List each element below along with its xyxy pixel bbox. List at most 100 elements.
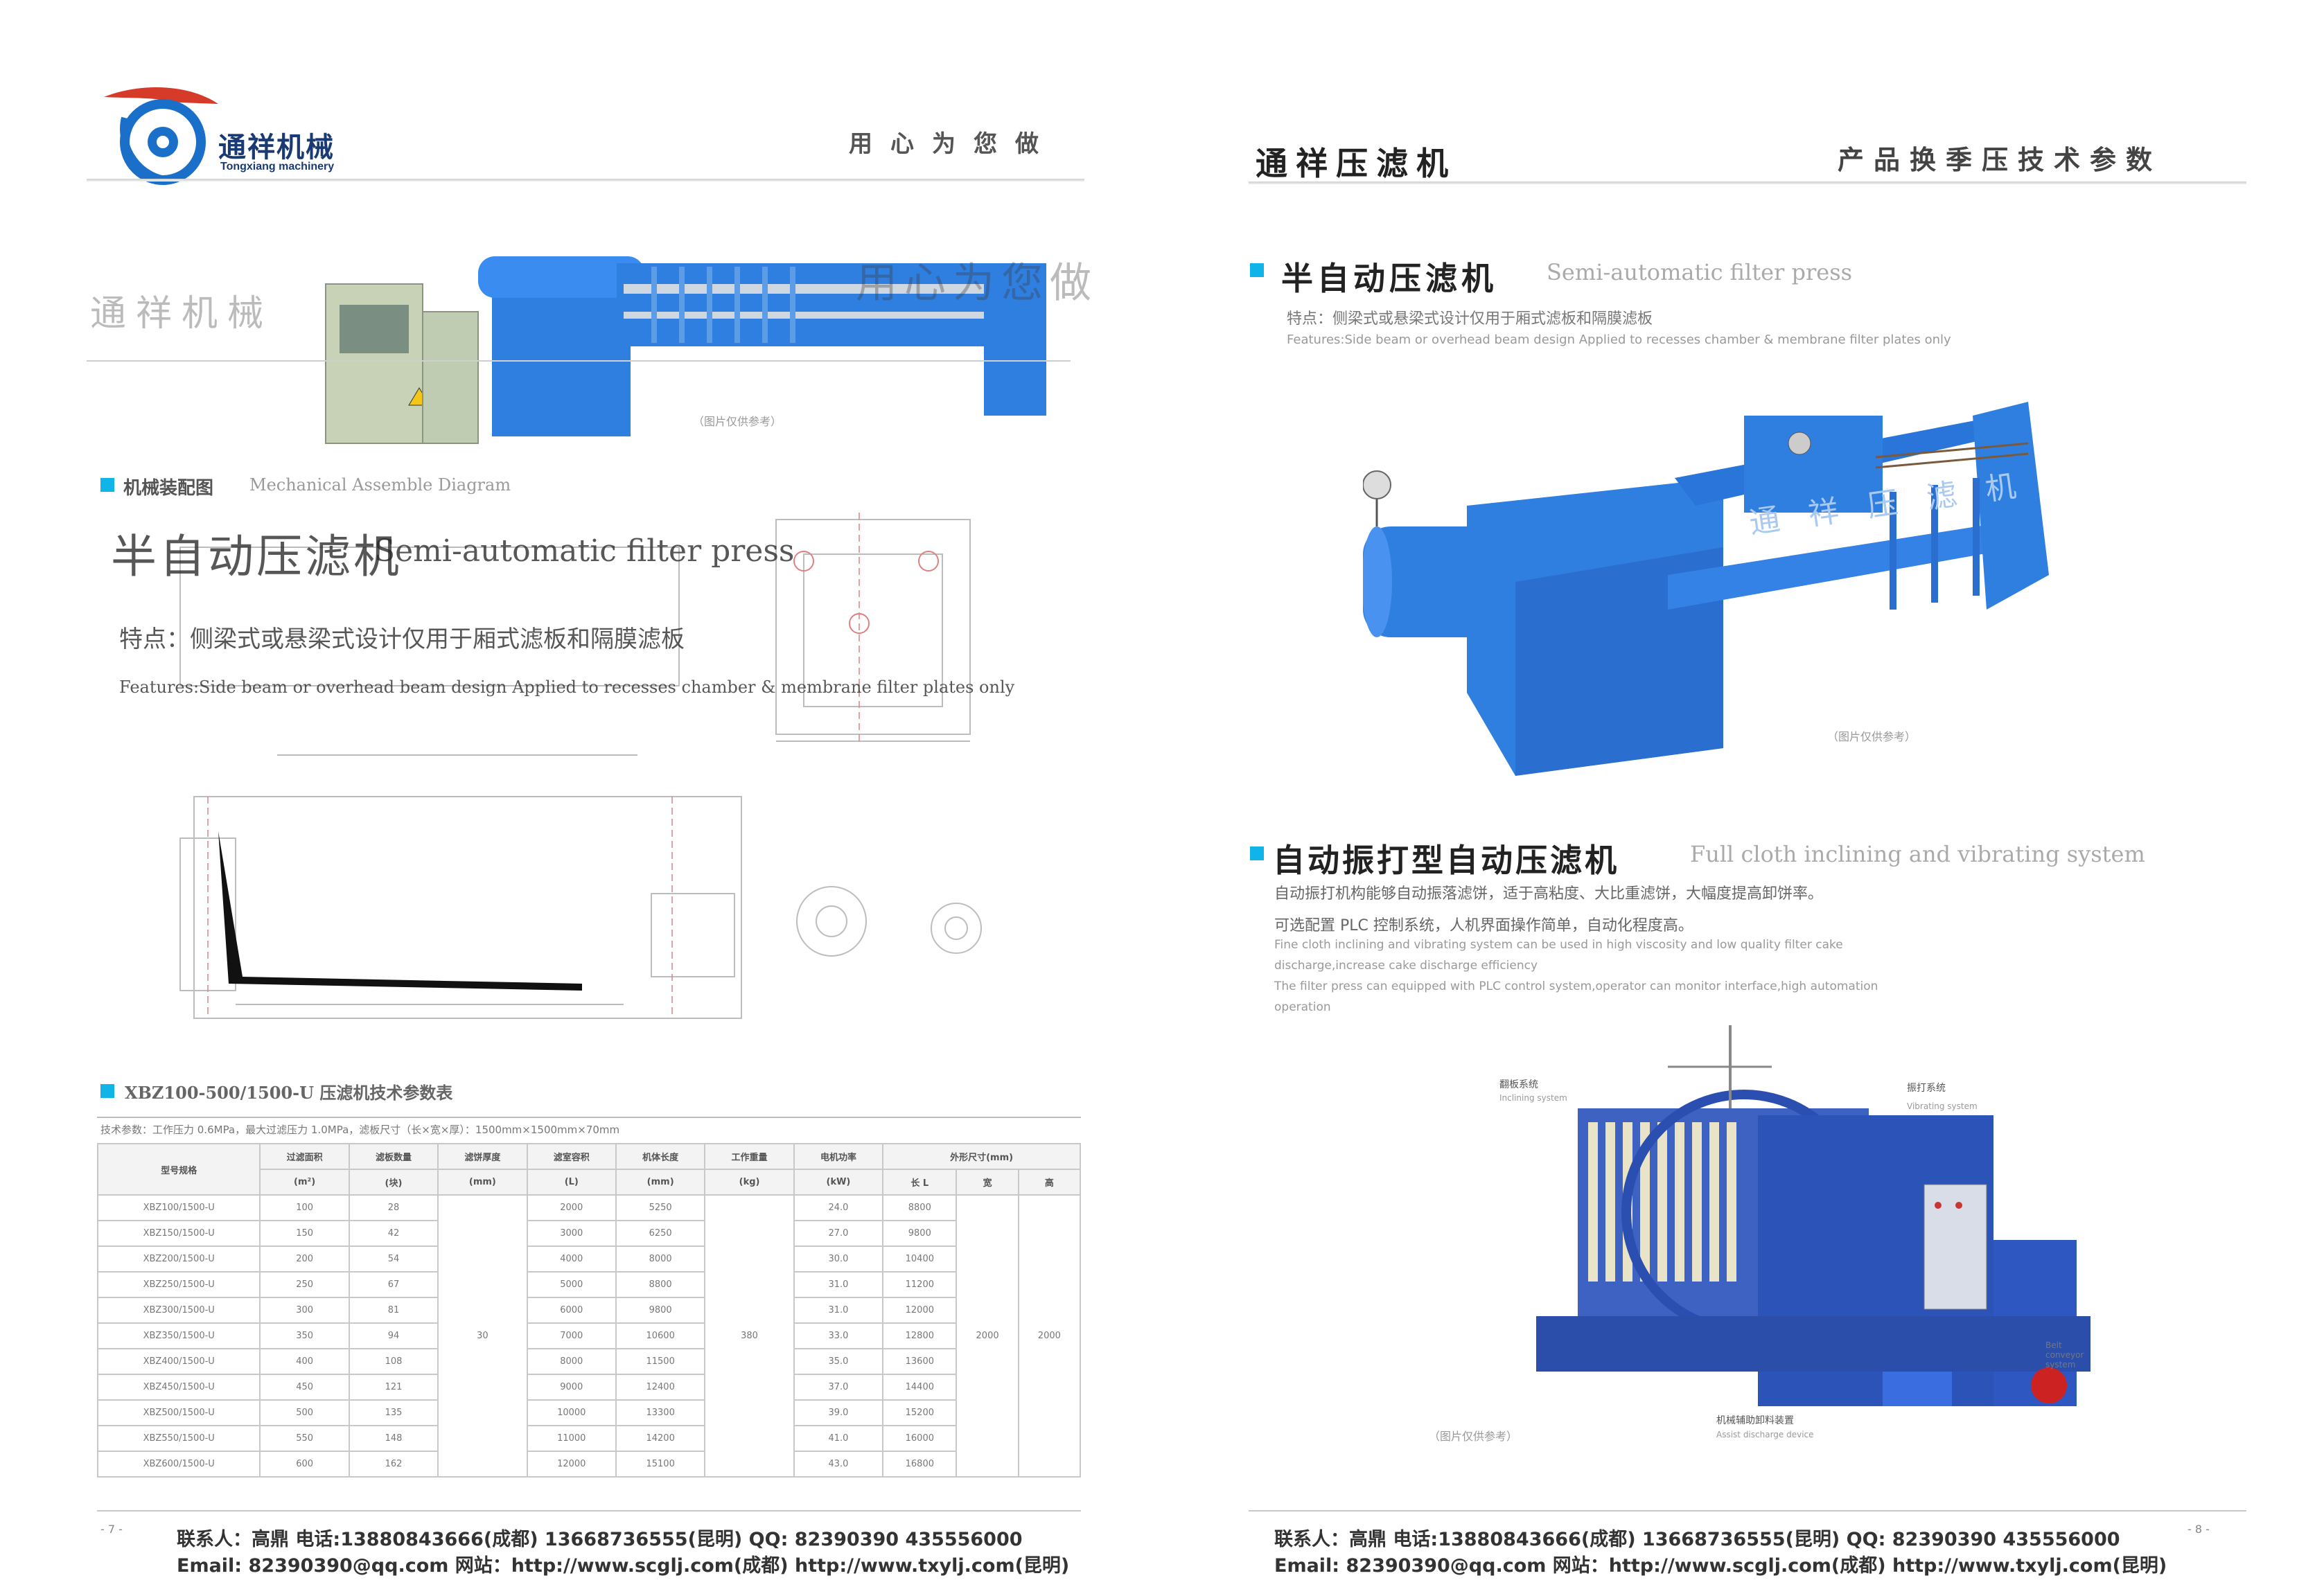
table-cell: XBZ100/1500-U (96, 1194, 261, 1221)
table-cell: 300 (259, 1297, 350, 1324)
table-cell: 500 (259, 1399, 350, 1426)
table-cell: 10000 (526, 1399, 617, 1426)
callout-vibrating: 振打系统 (1907, 1083, 1946, 1094)
table-cell: 67 (348, 1271, 439, 1298)
callout-inclining: 翻板系统 (1499, 1079, 1538, 1090)
table-cell: 24.0 (793, 1194, 884, 1221)
table-cell: 54 (348, 1245, 439, 1273)
table-cell: 12000 (526, 1451, 617, 1478)
table-header-cell: 外形尺寸(mm) (882, 1143, 1081, 1170)
auto-vibrating-filter-press-image (1536, 1025, 2090, 1406)
table-header-cell: 机体长度 (615, 1143, 706, 1170)
page-number: - 8 - (2187, 1523, 2210, 1536)
semi-auto-filter-press-image: 通 祥 压 滤 机 (1363, 402, 2049, 776)
table-cell: 8000 (615, 1245, 706, 1273)
table-cell: 350 (259, 1322, 350, 1349)
table-cell: 14400 (882, 1374, 958, 1401)
mech-section-title-cn: 机械装配图 (123, 478, 214, 499)
table-unit-cell: (m²) (259, 1169, 350, 1196)
right-brand: 通祥压滤机 (1256, 145, 1456, 182)
table-unit-cell: (kW) (793, 1169, 884, 1196)
s2-desc-en-2: discharge,increase cake discharge effici… (1274, 959, 1538, 973)
table-cell: 16800 (882, 1451, 958, 1478)
section-marker-icon (100, 478, 114, 492)
table-cell: 4000 (526, 1245, 617, 1273)
brand-name-cn: 通祥机械 (218, 131, 335, 163)
hero-ghost-brand: 通祥机械 (90, 293, 274, 335)
right-page: 通祥压滤机 产品换季压技术参数 半自动压滤机 Semi-automatic fi… (1162, 0, 2324, 1587)
table-cell: 2000 (526, 1194, 617, 1221)
table-cell: 9800 (615, 1297, 706, 1324)
hero-caption: （图片仅供参考） (693, 415, 782, 428)
table-cell: 600 (259, 1451, 350, 1478)
table-cell-merged: 30 (437, 1194, 528, 1478)
table-cell: 8800 (615, 1271, 706, 1298)
table-rule (97, 1117, 1081, 1118)
tongxiang-logo-icon (104, 87, 218, 185)
table-cell: 108 (348, 1348, 439, 1375)
table-cell-merged: 2000 (956, 1194, 1019, 1478)
table-cell: 15200 (882, 1399, 958, 1426)
s2-title-en: Full cloth inclining and vibrating syste… (1690, 841, 2145, 867)
table-cell: XBZ250/1500-U (96, 1271, 261, 1298)
contact-line-1: 联系人：高鼎 电话:13880843666(成都) 13668736555(昆明… (177, 1529, 1023, 1550)
table-cell: 9000 (526, 1374, 617, 1401)
table-cell: 150 (259, 1220, 350, 1247)
table-cell: 3000 (526, 1220, 617, 1247)
s1-title-en: Semi-automatic filter press (1547, 259, 1853, 285)
table-unit-cell: 宽 (956, 1169, 1019, 1196)
table-cell: 13300 (615, 1399, 706, 1426)
table-header-cell: 滤板数量 (348, 1143, 439, 1170)
table-header-cell: 滤饼厚度 (437, 1143, 528, 1170)
s2-desc-en-4: operation (1274, 1000, 1331, 1014)
table-unit-cell: 长 L (882, 1169, 958, 1196)
table-cell: XBZ200/1500-U (96, 1245, 261, 1273)
table-unit-cell: (L) (526, 1169, 617, 1196)
table-cell: 81 (348, 1297, 439, 1324)
table-cell: 6000 (526, 1297, 617, 1324)
header-rule (87, 179, 1084, 181)
table-cell: 43.0 (793, 1451, 884, 1478)
table-cell: 31.0 (793, 1297, 884, 1324)
table-cell: 400 (259, 1348, 350, 1375)
contact-line-2: Email: 82390390@qq.com 网站：http://www.scg… (1274, 1555, 2167, 1577)
mechanical-diagram (179, 513, 982, 1019)
table-cell: 250 (259, 1271, 350, 1298)
table-header-row: 型号规格 过滤面积 滤板数量 滤饼厚度 滤室容积 机体长度 工作重量 电机功率 … (96, 1143, 1081, 1196)
section-marker-icon (1250, 846, 1264, 860)
table-cell: 31.0 (793, 1271, 884, 1298)
table-cell: 200 (259, 1245, 350, 1273)
table-unit-cell: (kg) (704, 1169, 795, 1196)
table-header-cell: 工作重量 (704, 1143, 795, 1170)
brand-name-en: Tongxiang machinery (220, 161, 335, 172)
footer-rule (97, 1510, 1081, 1511)
table-cell: 8000 (526, 1348, 617, 1375)
table-cell: 33.0 (793, 1322, 884, 1349)
table-cell: 5250 (615, 1194, 706, 1221)
table-cell: 148 (348, 1425, 439, 1452)
table-cell: 100 (259, 1194, 350, 1221)
table-cell: 5000 (526, 1271, 617, 1298)
table-cell: 41.0 (793, 1425, 884, 1452)
table-cell-merged: 2000 (1017, 1194, 1082, 1478)
table-unit-cell: 高 (1017, 1169, 1082, 1196)
table-cell: 162 (348, 1451, 439, 1478)
table-unit-row: (m²) (块) (mm) (L) (mm) (kg) (kW) 长 L 宽 高 (98, 1169, 1082, 1196)
table-cell: 13600 (882, 1348, 958, 1375)
table-cell: 12400 (615, 1374, 706, 1401)
left-page: 通祥机械 Tongxiang machinery 用心为您做 通祥机械 用心为您… (87, 87, 1091, 1577)
table-cell: XBZ400/1500-U (96, 1348, 261, 1375)
table-cell: 30.0 (793, 1245, 884, 1273)
hero-rule (87, 360, 1071, 362)
table-cell: 6250 (615, 1220, 706, 1247)
footer-rule (1249, 1510, 2246, 1511)
s2-desc-cn-1: 自动振打机构能够自动振落滤饼，适于高粘度、大比重滤饼，大幅度提高卸饼率。 (1274, 885, 1824, 903)
header-rule (1249, 181, 2246, 184)
